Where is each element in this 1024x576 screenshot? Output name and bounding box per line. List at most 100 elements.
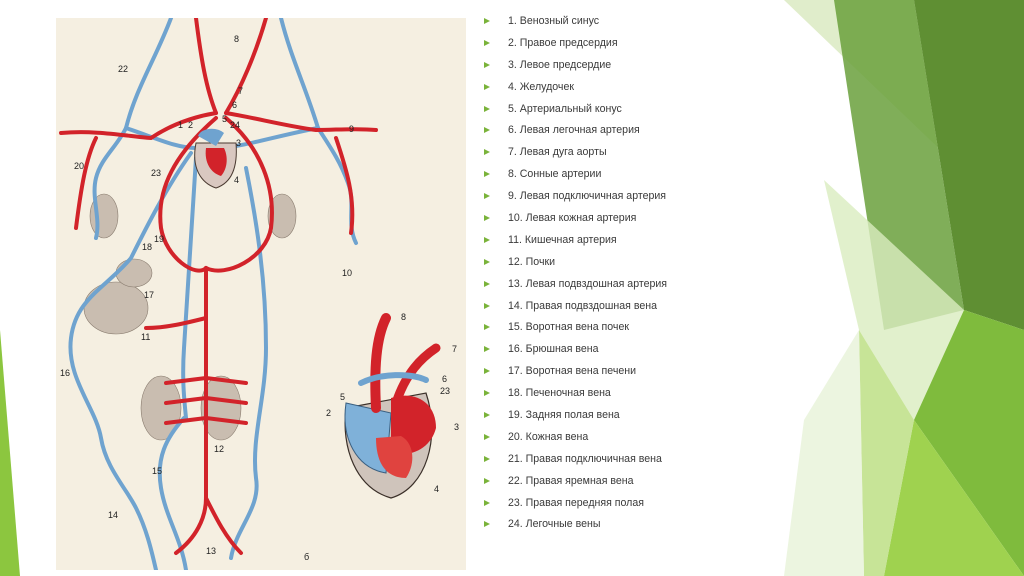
figure-labels: 8 22 7 6 1 2 5 24 3 4 9 23 20 19 18 10 1…	[60, 34, 459, 562]
label-8: 8	[234, 34, 239, 44]
label-14: 14	[108, 510, 118, 520]
bullet-icon	[484, 324, 490, 331]
label-18: 18	[142, 242, 152, 252]
label-2: 2	[188, 120, 193, 130]
circulatory-diagram: 8 22 7 6 1 2 5 24 3 4 9 23 20 19 18 10 1…	[56, 18, 466, 570]
legend-item-label: 9. Левая подключичная артерия	[508, 190, 667, 203]
legend-item: 2. Правое предсердия	[484, 32, 774, 54]
legend-item-label: 7. Левая дуга аорты	[508, 146, 607, 159]
legend-item: 3. Левое предсердие	[484, 54, 774, 76]
label-detail-6: 6	[442, 374, 447, 384]
legend-item: 7. Левая дуга аорты	[484, 141, 774, 163]
bullet-icon	[484, 499, 490, 506]
bullet-icon	[484, 17, 490, 24]
label-20: 20	[74, 161, 84, 171]
label-10: 10	[342, 268, 352, 278]
legend-item-label: 18. Печеночная вена	[508, 387, 611, 400]
bullet-icon	[484, 61, 490, 68]
legend-item: 17. Воротная вена печени	[484, 360, 774, 382]
legend-item: 15. Воротная вена почек	[484, 316, 774, 338]
bullet-icon	[484, 193, 490, 200]
legend-item-label: 22. Правая яремная вена	[508, 474, 634, 487]
legend-item: 4. Желудочек	[484, 76, 774, 98]
legend-item: 23. Правая передняя полая	[484, 492, 774, 514]
bullet-icon	[484, 105, 490, 112]
bullet-icon	[484, 258, 490, 265]
label-7: 7	[238, 86, 243, 96]
legend-item-label: 24. Легочные вены	[508, 518, 601, 531]
legend-item-label: 15. Воротная вена почек	[508, 321, 629, 334]
legend-item: 9. Левая подключичная артерия	[484, 185, 774, 207]
arteries	[59, 18, 378, 555]
label-22: 22	[118, 64, 128, 74]
left-accent-shape	[0, 330, 20, 576]
label-detail-7: 7	[452, 344, 457, 354]
legend-item-label: 23. Правая передняя полая	[508, 496, 644, 509]
legend-item: 5. Артериальный конус	[484, 98, 774, 120]
legend-item: 21. Правая подключичная вена	[484, 448, 774, 470]
legend-item: 11. Кишечная артерия	[484, 229, 774, 251]
bullet-icon	[484, 302, 490, 309]
legend-item: 10. Левая кожная артерия	[484, 207, 774, 229]
legend-item: 22. Правая яремная вена	[484, 470, 774, 492]
label-5: 5	[222, 114, 227, 124]
legend-item: 24. Легочные вены	[484, 513, 774, 535]
right-decoration	[784, 0, 1024, 576]
legend-item: 20. Кожная вена	[484, 426, 774, 448]
label-1: 1	[178, 120, 183, 130]
label-detail-2: 2	[326, 408, 331, 418]
legend-item-label: 13. Левая подвздошная артерия	[508, 277, 668, 290]
legend-item-label: 2. Правое предсердия	[508, 36, 618, 49]
legend-item-label: 6. Левая легочная артерия	[508, 124, 640, 137]
label-detail-5: 5	[340, 392, 345, 402]
heart-small	[194, 128, 237, 189]
legend-item-label: 10. Левая кожная артерия	[508, 211, 637, 224]
legend-item: 8. Сонные артерии	[484, 163, 774, 185]
label-6: 6	[232, 100, 237, 110]
legend-item: 18. Печеночная вена	[484, 382, 774, 404]
label-16: 16	[60, 368, 70, 378]
label-4: 4	[234, 175, 239, 185]
veins	[68, 18, 358, 570]
bullet-icon	[484, 411, 490, 418]
legend-item-label: 19. Задняя полая вена	[508, 408, 620, 421]
bullet-icon	[484, 280, 490, 287]
legend-item: 16. Брюшная вена	[484, 338, 774, 360]
label-24: 24	[230, 120, 240, 130]
label-23: 23	[151, 168, 161, 178]
label-detail-23: 23	[440, 386, 450, 396]
figure-caption: б	[304, 552, 309, 562]
bullet-icon	[484, 477, 490, 484]
label-3: 3	[236, 138, 241, 148]
bullet-icon	[484, 346, 490, 353]
bullet-icon	[484, 433, 490, 440]
legend-item: 6. Левая легочная артерия	[484, 119, 774, 141]
legend-item-label: 4. Желудочек	[508, 80, 574, 93]
label-9: 9	[349, 124, 354, 134]
heart-detail	[344, 313, 441, 499]
legend-item: 19. Задняя полая вена	[484, 404, 774, 426]
bullet-icon	[484, 39, 490, 46]
legend-item-label: 1. Венозный синус	[508, 14, 600, 27]
legend-item: 14. Правая подвздошная вена	[484, 295, 774, 317]
legend-item: 13. Левая подвздошная артерия	[484, 273, 774, 295]
legend-item-label: 14. Правая подвздошная вена	[508, 299, 657, 312]
legend-item: 12. Почки	[484, 251, 774, 273]
bullet-icon	[484, 521, 490, 528]
legend-item-label: 16. Брюшная вена	[508, 343, 599, 356]
bullet-icon	[484, 214, 490, 221]
bullet-icon	[484, 149, 490, 156]
legend-item: 1. Венозный синус	[484, 10, 774, 32]
label-detail-3: 3	[454, 422, 459, 432]
legend-item-label: 3. Левое предсердие	[508, 58, 612, 71]
label-19: 19	[154, 234, 164, 244]
label-15: 15	[152, 466, 162, 476]
label-12: 12	[214, 444, 224, 454]
legend-item-label: 20. Кожная вена	[508, 430, 589, 443]
label-detail-8: 8	[401, 312, 406, 322]
legend-item-label: 5. Артериальный конус	[508, 102, 622, 115]
bullet-icon	[484, 236, 490, 243]
legend-list: 1. Венозный синус 2. Правое предсердия 3…	[484, 10, 774, 535]
legend-item-label: 8. Сонные артерии	[508, 168, 602, 181]
